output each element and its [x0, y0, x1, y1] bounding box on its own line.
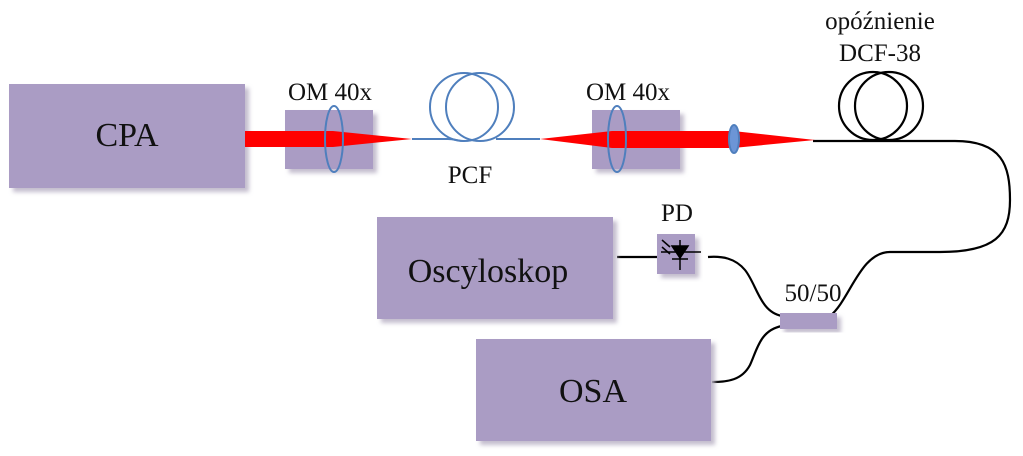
- oscilloscope-box: Oscyloskop: [377, 217, 613, 319]
- beam-cpa-to-pcf: [245, 131, 412, 147]
- cpa-box: CPA: [9, 84, 245, 188]
- coupler-50-50: [780, 313, 837, 329]
- lens-icon: [324, 105, 740, 173]
- lens-icon: [607, 105, 627, 173]
- lens-icon: [728, 124, 740, 154]
- fiber-connections: [617, 139, 1012, 384]
- lens-icon: [324, 105, 344, 173]
- pcf-label: PCF: [448, 162, 492, 189]
- photodiode-label: PD: [661, 200, 693, 227]
- delay-label-line1: opóźnienie: [825, 8, 935, 35]
- delay-label-line2: DCF-38: [839, 40, 921, 67]
- photodiode-icon: [657, 234, 701, 274]
- objective-2-label: OM 40x: [586, 79, 671, 106]
- fiber-coupler-to-osa: [711, 324, 783, 384]
- oscilloscope-label: Oscyloskop: [408, 253, 569, 290]
- osa-box: OSA: [476, 339, 711, 441]
- beam-pcf-output: [540, 131, 815, 148]
- coupler-label: 50/50: [785, 280, 842, 307]
- fiber-coupler-to-pd: [707, 255, 783, 318]
- fiber-coil-icon: [837, 70, 925, 142]
- objective-1-label: OM 40x: [288, 79, 373, 106]
- cpa-label: CPA: [95, 117, 158, 154]
- fiber-dcf-to-coupler: [813, 139, 1012, 317]
- fiber-coil-icon: [412, 72, 540, 142]
- osa-label: OSA: [559, 373, 627, 410]
